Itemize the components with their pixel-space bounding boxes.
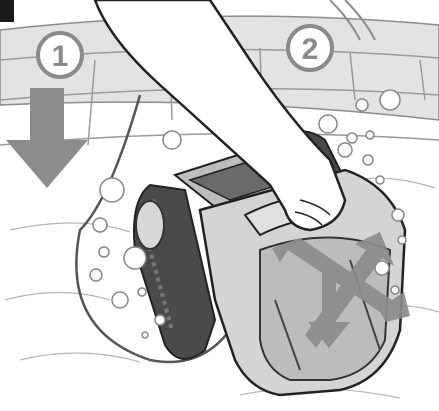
step-2-badge: 2 [288,26,332,70]
step-1-number: 1 [52,40,69,73]
step-1-badge: 1 [38,33,82,77]
step-2-number: 2 [302,33,319,66]
corner-tab [0,0,14,22]
